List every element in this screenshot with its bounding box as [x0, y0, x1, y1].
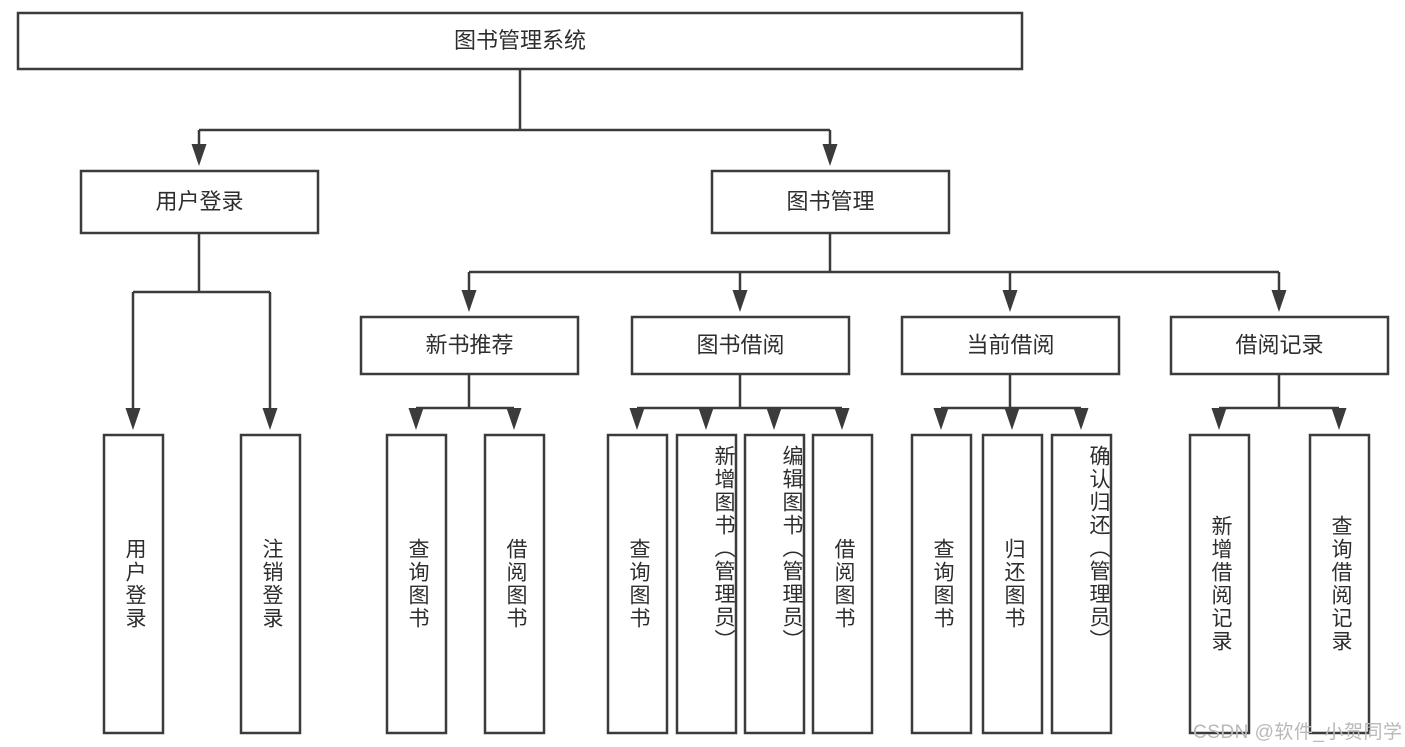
node-box-user-login[interactable] [79, 169, 320, 235]
connector-current-borrow [933, 374, 1089, 430]
node-box-leaf-add-book[interactable] [675, 433, 738, 735]
connector-book-borrow [629, 374, 850, 430]
arrow-head-icon [262, 408, 278, 430]
arrow-head-icon [732, 290, 748, 312]
connector-user-login [125, 233, 278, 430]
connector-new-book-rec [408, 374, 522, 430]
connector-borrow-record [1211, 374, 1347, 430]
node-box-leaf-query-book-3[interactable] [910, 433, 973, 735]
connectors-layer [125, 69, 1347, 430]
node-box-new-book-rec[interactable] [359, 315, 580, 376]
node-box-leaf-borrow-book-1[interactable] [483, 433, 546, 735]
arrow-head-icon [1073, 408, 1089, 430]
arrow-head-icon [408, 408, 424, 430]
node-box-leaf-add-record[interactable] [1188, 433, 1251, 735]
node-box-current-borrow[interactable] [900, 315, 1121, 376]
node-box-book-manage[interactable] [710, 169, 951, 235]
boxes-layer [16, 11, 1390, 735]
arrow-head-icon [1002, 290, 1018, 312]
arrow-head-icon [191, 144, 207, 166]
node-box-leaf-user-login[interactable] [102, 433, 165, 735]
node-box-borrow-record[interactable] [1169, 315, 1390, 376]
node-box-book-borrow[interactable] [630, 315, 851, 376]
node-box-root[interactable] [16, 11, 1024, 71]
node-label-user-login: 用户登录 [155, 189, 243, 214]
node-box-leaf-confirm-return[interactable] [1050, 433, 1113, 735]
arrow-head-icon [766, 408, 782, 430]
arrow-head-icon [629, 408, 645, 430]
arrow-head-icon [1331, 408, 1347, 430]
connector-book-manage [461, 233, 1287, 312]
arrow-head-icon [125, 408, 141, 430]
node-box-leaf-borrow-book-2[interactable] [811, 433, 874, 735]
node-label-new-book-rec: 新书推荐 [425, 332, 513, 357]
node-label-book-manage: 图书管理 [786, 189, 874, 214]
node-label-root: 图书管理系统 [454, 28, 586, 53]
node-label-borrow-record: 借阅记录 [1235, 332, 1323, 357]
node-box-leaf-edit-book[interactable] [743, 433, 806, 735]
node-box-leaf-logout[interactable] [239, 433, 302, 735]
arrow-head-icon [834, 408, 850, 430]
node-box-leaf-query-book-1[interactable] [385, 433, 448, 735]
arrow-head-icon [698, 408, 714, 430]
csdn-watermark: CSDN @软件_小贺同学 [1193, 722, 1403, 743]
node-box-leaf-query-record[interactable] [1308, 433, 1371, 735]
node-label-book-borrow: 图书借阅 [696, 332, 784, 357]
arrow-head-icon [1004, 408, 1020, 430]
node-box-leaf-query-book-2[interactable] [606, 433, 669, 735]
arrow-head-icon [1271, 290, 1287, 312]
arrow-head-icon [1211, 408, 1227, 430]
arrow-head-icon [933, 408, 949, 430]
node-box-leaf-return-book[interactable] [981, 433, 1044, 735]
arrow-head-icon [461, 290, 477, 312]
arrow-head-icon [506, 408, 522, 430]
node-label-current-borrow: 当前借阅 [966, 332, 1054, 357]
arrow-head-icon [822, 144, 838, 166]
connector-root [191, 69, 838, 166]
